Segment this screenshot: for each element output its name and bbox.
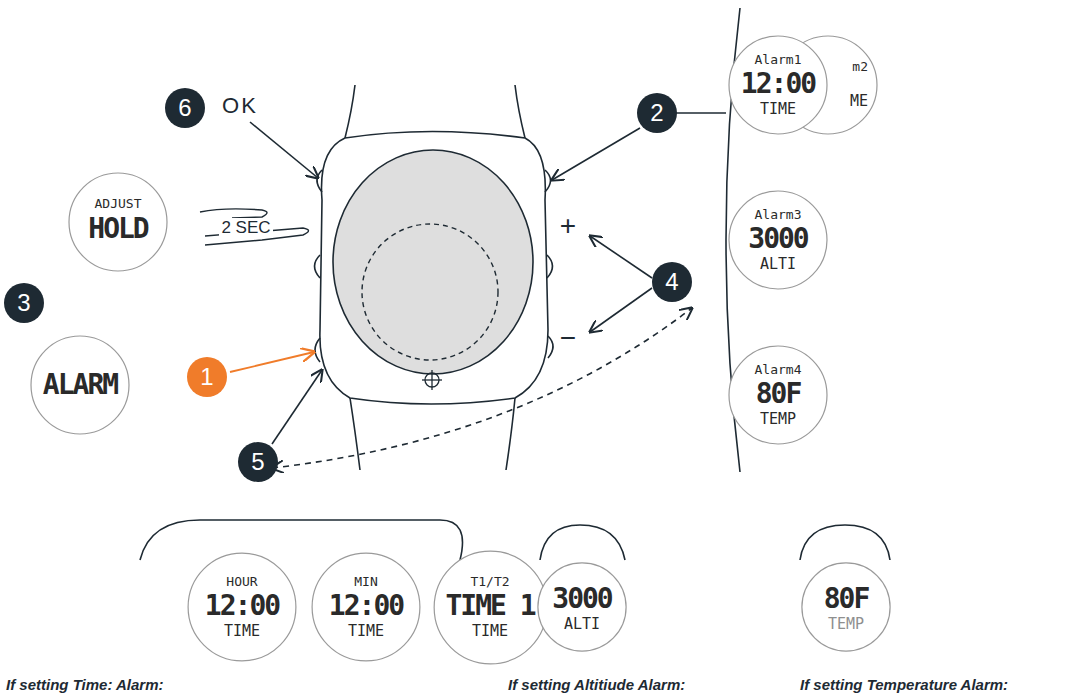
display-text: HOUR [226,575,257,589]
display-text: TEMP [828,617,864,633]
display-text: Alarm3 [755,208,802,222]
display-text: ADJUST [95,197,142,211]
caption-note: If setting Temperature Alarm: [800,676,1008,693]
display-text: 80F [824,584,869,613]
display-text: ALARM [43,370,117,399]
callout-number: 5 [238,442,278,482]
callout-number: 1 [187,357,227,397]
display-text: Alarm4 [755,363,802,377]
display-text: TIME [472,624,508,640]
hold-duration: 2 SEC [219,218,272,238]
display-text: 12:00 [205,591,279,620]
display-text: HOLD [88,214,147,243]
lcd-display-circle: ALARM [30,335,130,435]
display-text: 12:00 [741,69,815,98]
lcd-display-circle: Alarm4 80F TEMP [728,345,828,445]
callout-number: 2 [637,93,677,133]
display-text: 3000 [552,584,611,613]
display-text: Alarm1 [755,53,802,67]
caption-note: If setting Time: Alarm: [6,676,164,693]
lcd-display-circle: 3000ALTI [537,562,627,652]
lcd-display-circle: HOUR 12:00TIME [187,552,297,662]
ok-label: OK [222,93,258,119]
display-text: TIME [760,102,796,118]
display-text: ALTI [564,617,600,633]
display-text: T1/T2 [470,575,509,589]
lcd-display-circle: ADJUST HOLD [68,172,168,272]
display-text: 12:00 [329,591,403,620]
lcd-display-circle: Alarm3 3000ALTI [728,190,828,290]
display-text: TIME [224,624,260,640]
button-sign: + [560,210,576,242]
display-text: TIME [348,624,384,640]
callout-number: 6 [165,88,205,128]
display-text: m2 [852,60,868,74]
lcd-display-circle: 80F TEMP [801,562,891,652]
callout-number: 3 [4,283,44,323]
lcd-display-circle: MIN 12:00TIME [311,552,421,662]
callout-number: 4 [652,262,692,302]
display-text: ALTI [760,257,796,273]
button-sign: − [560,322,576,354]
display-text: TIME 1 [445,591,534,620]
display-text: 80F [756,379,801,408]
lcd-display-circle: Alarm1 12:00TIME [728,35,828,135]
display-text: MIN [354,575,377,589]
display-text: TEMP [760,412,796,428]
caption-note: If setting Altitiude Alarm: [508,676,685,693]
display-text: 3000 [748,224,807,253]
display-text: ME [850,94,868,110]
lcd-display-circle: T1/T2TIME 1 TIME [433,550,548,665]
